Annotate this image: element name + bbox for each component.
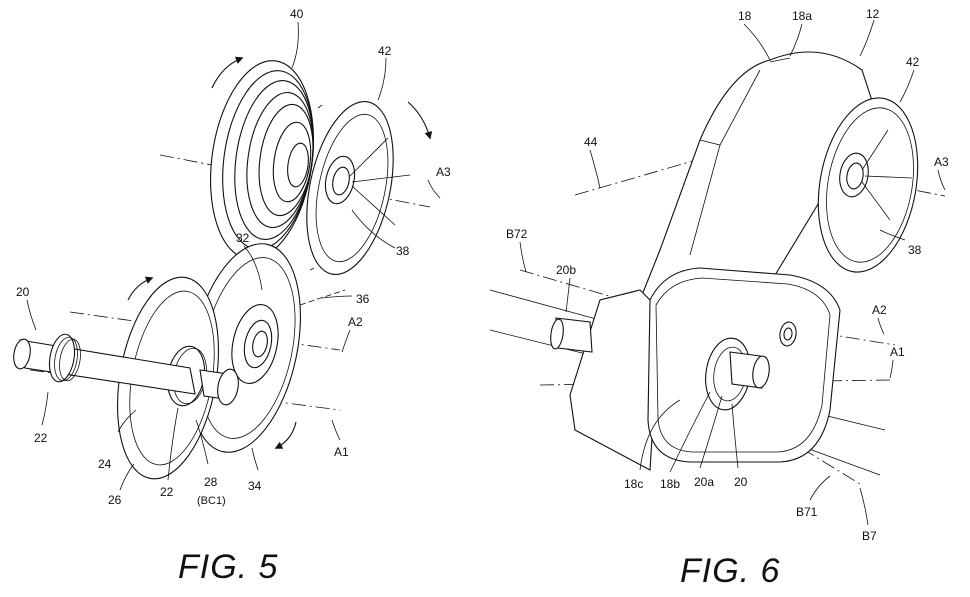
label-20: 20	[16, 285, 30, 299]
shaft-20	[13, 333, 239, 406]
label-44: 44	[584, 135, 598, 149]
pulley-42-fig6	[817, 97, 919, 273]
label-a2: A2	[348, 315, 363, 329]
label-36: 36	[356, 292, 370, 306]
pulley-42	[306, 100, 411, 276]
rotation-arrow-26	[127, 276, 154, 301]
label-42-fig6: 42	[906, 55, 920, 69]
label-26: 26	[108, 493, 122, 507]
label-18a: 18a	[792, 9, 812, 23]
base-block	[569, 267, 841, 471]
label-22-center: 22	[160, 485, 174, 499]
label-28: 28	[204, 475, 218, 489]
pulley-40	[210, 60, 314, 260]
label-22-left: 22	[34, 431, 48, 445]
shaft-20-fig6	[550, 317, 797, 411]
figure-6: 18 18a 12 42 44 A3 38 B72 20b A2 A1 18c …	[489, 7, 949, 590]
label-20a: 20a	[694, 475, 714, 489]
label-38: 38	[396, 244, 410, 258]
label-a2-fig6: A2	[872, 303, 887, 317]
label-b72: B72	[506, 227, 528, 241]
label-a1: A1	[334, 445, 349, 459]
label-a3-fig6: A3	[934, 155, 949, 169]
label-24: 24	[98, 457, 112, 471]
label-b7: B7	[862, 529, 877, 543]
rotation-arrow-40	[211, 56, 244, 89]
label-18b: 18b	[660, 477, 680, 491]
rotation-arrow-42	[407, 101, 433, 140]
label-18c: 18c	[624, 477, 643, 491]
pulley-34	[189, 243, 346, 453]
label-bc1: (BC1)	[197, 495, 226, 507]
chain-b7	[489, 289, 886, 476]
label-a3: A3	[436, 165, 451, 179]
figure-6-caption: FIG. 6	[680, 552, 780, 590]
rotation-arrow-34	[274, 421, 297, 449]
label-a1-fig6: A1	[890, 345, 905, 359]
label-38-fig6: 38	[908, 243, 922, 257]
label-18: 18	[738, 9, 752, 23]
figure-5: 40 42 A3 38 32 36 20 A2 22 24 22 26 28 (…	[13, 7, 451, 586]
label-34: 34	[248, 479, 262, 493]
label-40: 40	[290, 7, 304, 21]
label-20b: 20b	[556, 263, 576, 277]
label-20-fig6: 20	[734, 475, 748, 489]
label-12: 12	[866, 7, 880, 21]
figure-5-caption: FIG. 5	[178, 548, 278, 586]
label-42: 42	[378, 44, 392, 58]
label-b71: B71	[796, 505, 818, 519]
label-32: 32	[236, 231, 250, 245]
